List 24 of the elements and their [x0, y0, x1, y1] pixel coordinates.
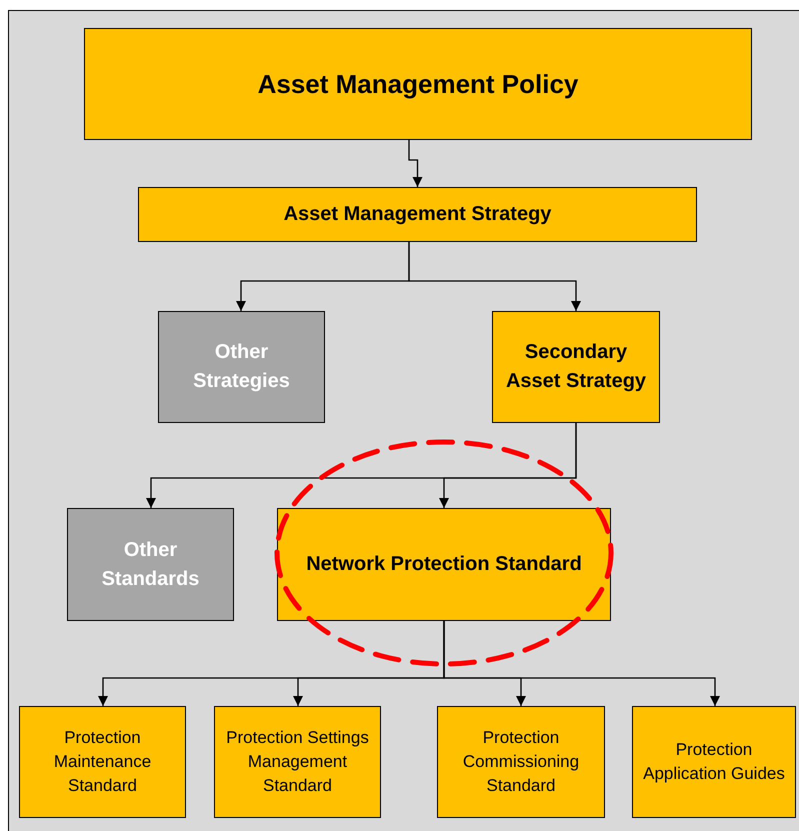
box-label: Protection Commissioning Standard — [462, 727, 580, 797]
box-label: Protection Application Guides — [642, 739, 786, 785]
connector-arrow — [439, 423, 577, 508]
connector-arrow — [408, 140, 422, 187]
process-box — [19, 706, 186, 818]
process-box — [492, 311, 660, 423]
process-box — [214, 706, 381, 818]
box-label: Protection Settings Management Standard — [225, 727, 370, 797]
process-box — [437, 706, 605, 818]
process-box — [277, 508, 611, 621]
box-label: Other Strategies — [192, 340, 291, 394]
box-label: Asset Management Policy — [258, 68, 578, 100]
connector-arrow — [443, 621, 720, 706]
box-label: Other Standards — [100, 538, 200, 592]
box-label: Network Protection Standard — [306, 552, 582, 577]
process-box — [67, 508, 234, 621]
process-box — [138, 187, 697, 242]
box-label: Protection Maintenance Standard — [52, 727, 152, 797]
box-label: Asset Management Strategy — [284, 202, 552, 227]
connector-arrow — [408, 242, 581, 311]
box-label: Secondary Asset Strategy — [504, 340, 648, 394]
process-box — [158, 311, 325, 423]
process-box — [84, 28, 752, 140]
process-box — [632, 706, 796, 818]
